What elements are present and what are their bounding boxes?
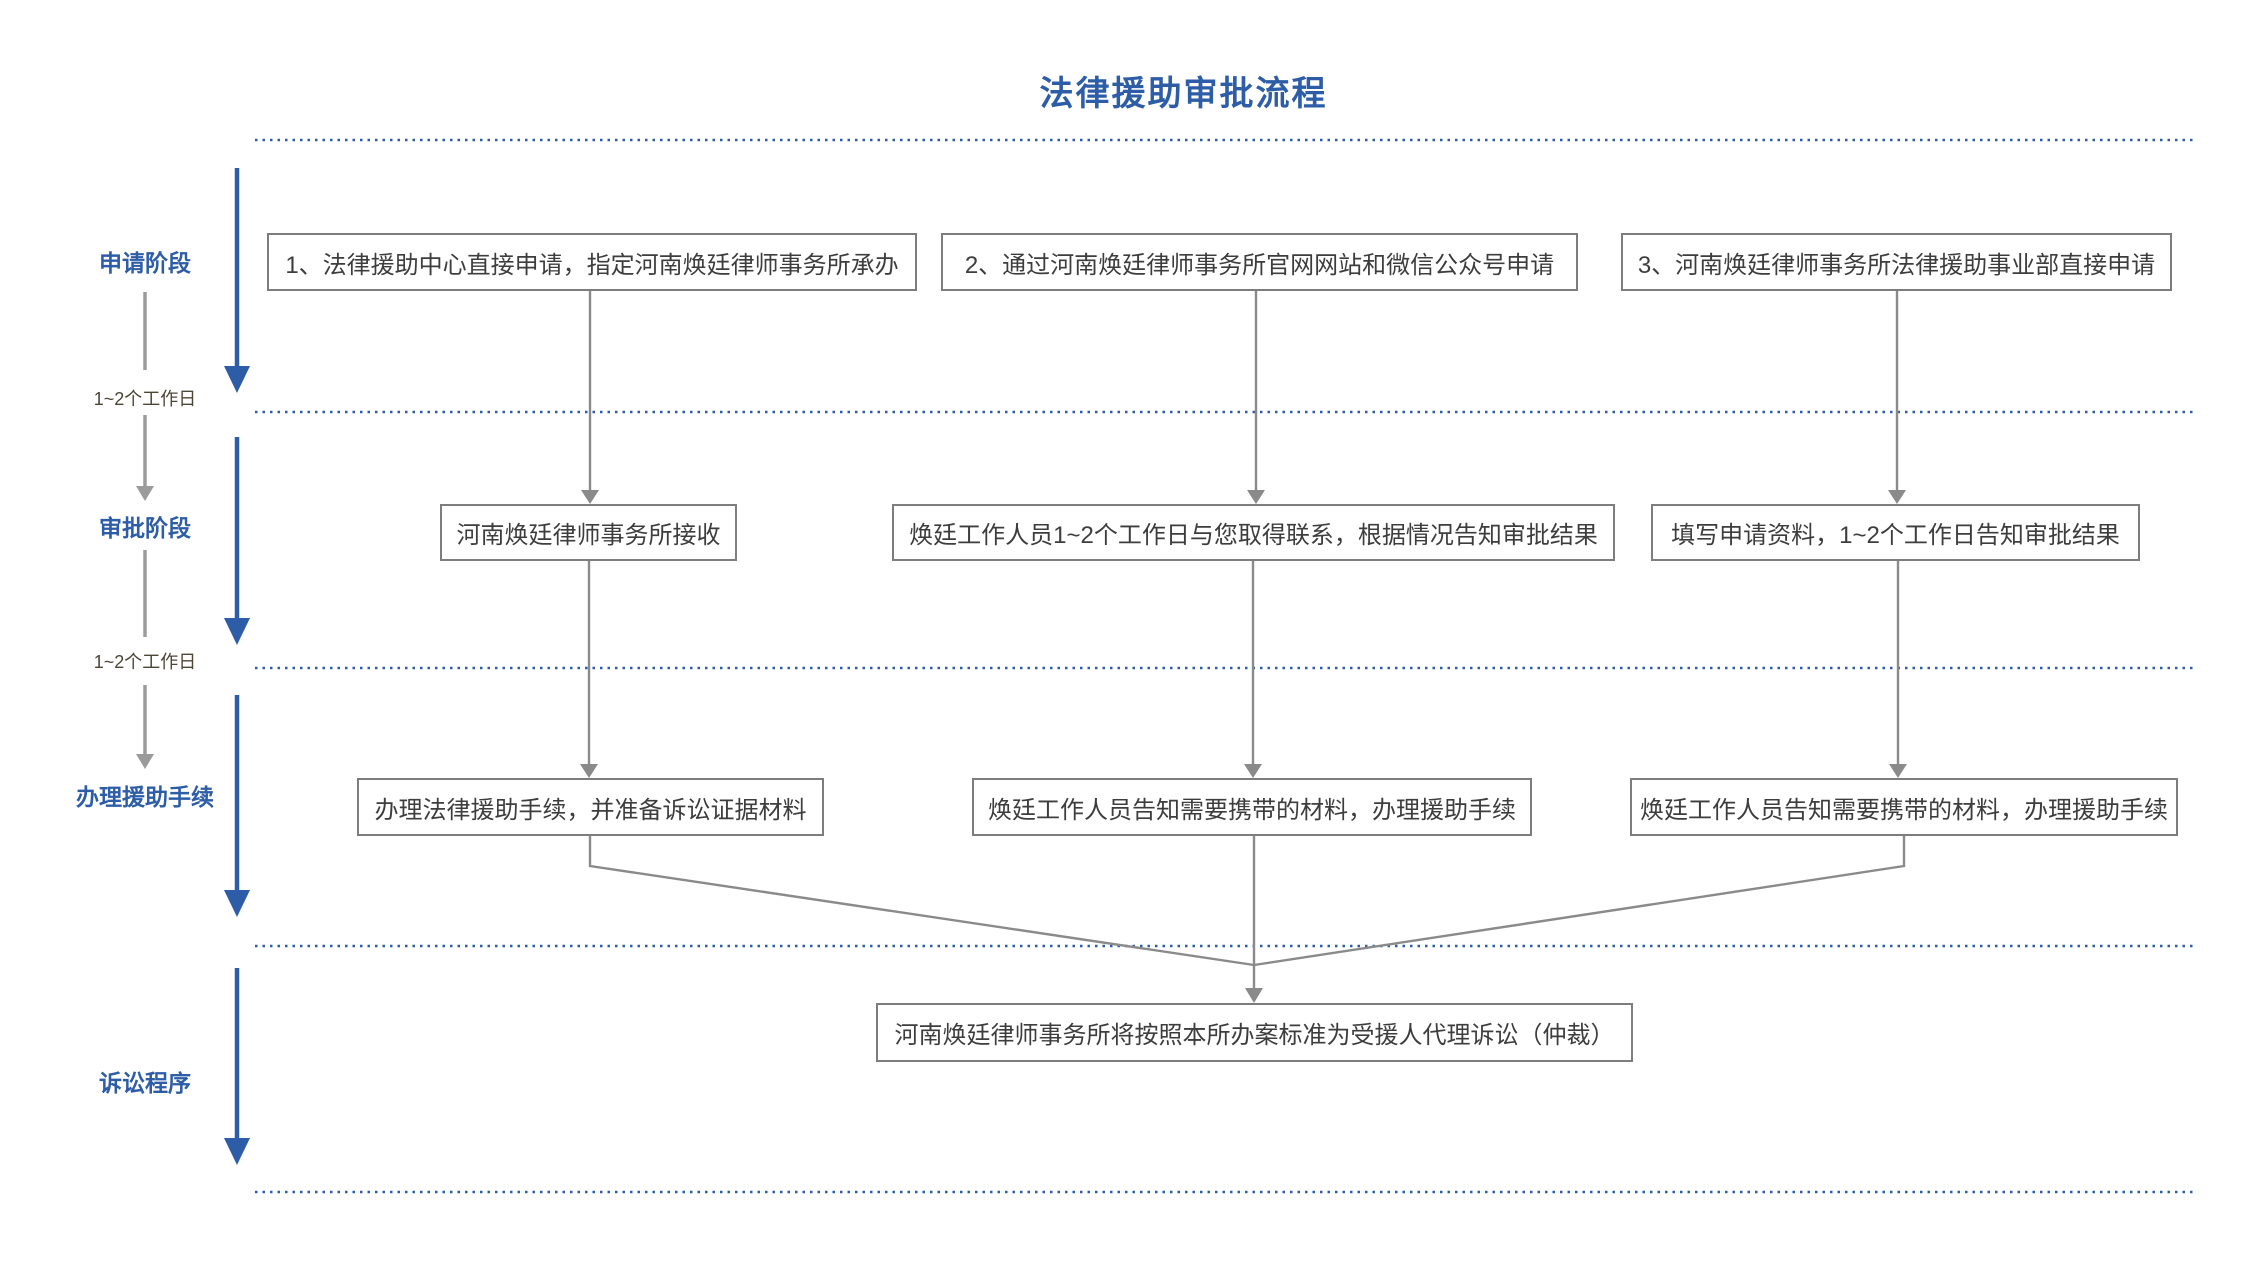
- flow-box-fill-application-result: 填写申请资料，1~2个工作日告知审批结果: [1651, 504, 2140, 561]
- connector-r1c1-r2c1: [581, 291, 599, 504]
- duration-label-1: 1~2个工作日: [93, 389, 197, 409]
- stage-label-litigation: 诉讼程序: [99, 1070, 191, 1096]
- connector-r2c1-r3c1: [580, 561, 598, 778]
- flow-box-apply-website-wechat: 2、通过河南焕廷律师事务所官网网站和微信公众号申请: [941, 233, 1578, 291]
- connector-r1c2-r2c2: [1247, 291, 1265, 504]
- timeline-arrow-stage3-icon: [224, 695, 250, 917]
- stage-label-approval: 审批阶段: [99, 515, 191, 541]
- connector-r1c3-r2c3: [1888, 291, 1906, 504]
- page-title: 法律援助审批流程: [1039, 75, 1328, 113]
- connector-r3c2-final: [1245, 836, 1263, 1003]
- rail-arrow-1-icon: [136, 415, 154, 501]
- stage-label-procedures: 办理援助手续: [76, 784, 214, 810]
- flow-box-handle-aid-prepare-evidence: 办理法律援助手续，并准备诉讼证据材料: [357, 778, 824, 836]
- flow-box-staff-notify-materials-1: 焕廷工作人员告知需要携带的材料，办理援助手续: [972, 778, 1532, 836]
- connector-r3c1-final: [588, 836, 1255, 967]
- rail-arrow-2-icon: [136, 685, 154, 769]
- timeline-arrow-stage1-icon: [224, 168, 250, 393]
- flow-box-firm-receive: 河南焕廷律师事务所接收: [440, 504, 737, 561]
- flow-box-apply-legal-aid-dept: 3、河南焕廷律师事务所法律援助事业部直接申请: [1621, 233, 2172, 291]
- timeline-arrow-stage4-icon: [224, 968, 250, 1165]
- connector-r3c3-final: [1253, 836, 1906, 967]
- connector-r2c3-r3c3: [1889, 561, 1907, 778]
- connector-r2c2-r3c2: [1244, 561, 1262, 778]
- flow-box-final-representation: 河南焕廷律师事务所将按照本所办案标准为受援人代理诉讼（仲裁）: [876, 1003, 1633, 1062]
- stage-label-application: 申请阶段: [99, 250, 191, 276]
- flow-box-staff-contact-result: 焕廷工作人员1~2个工作日与您取得联系，根据情况告知审批结果: [892, 504, 1615, 561]
- flow-box-apply-legal-aid-center: 1、法律援助中心直接申请，指定河南焕廷律师事务所承办: [267, 233, 917, 291]
- timeline-arrow-stage2-icon: [224, 437, 250, 645]
- duration-label-2: 1~2个工作日: [93, 652, 197, 672]
- flow-box-staff-notify-materials-2: 焕廷工作人员告知需要携带的材料，办理援助手续: [1630, 778, 2178, 836]
